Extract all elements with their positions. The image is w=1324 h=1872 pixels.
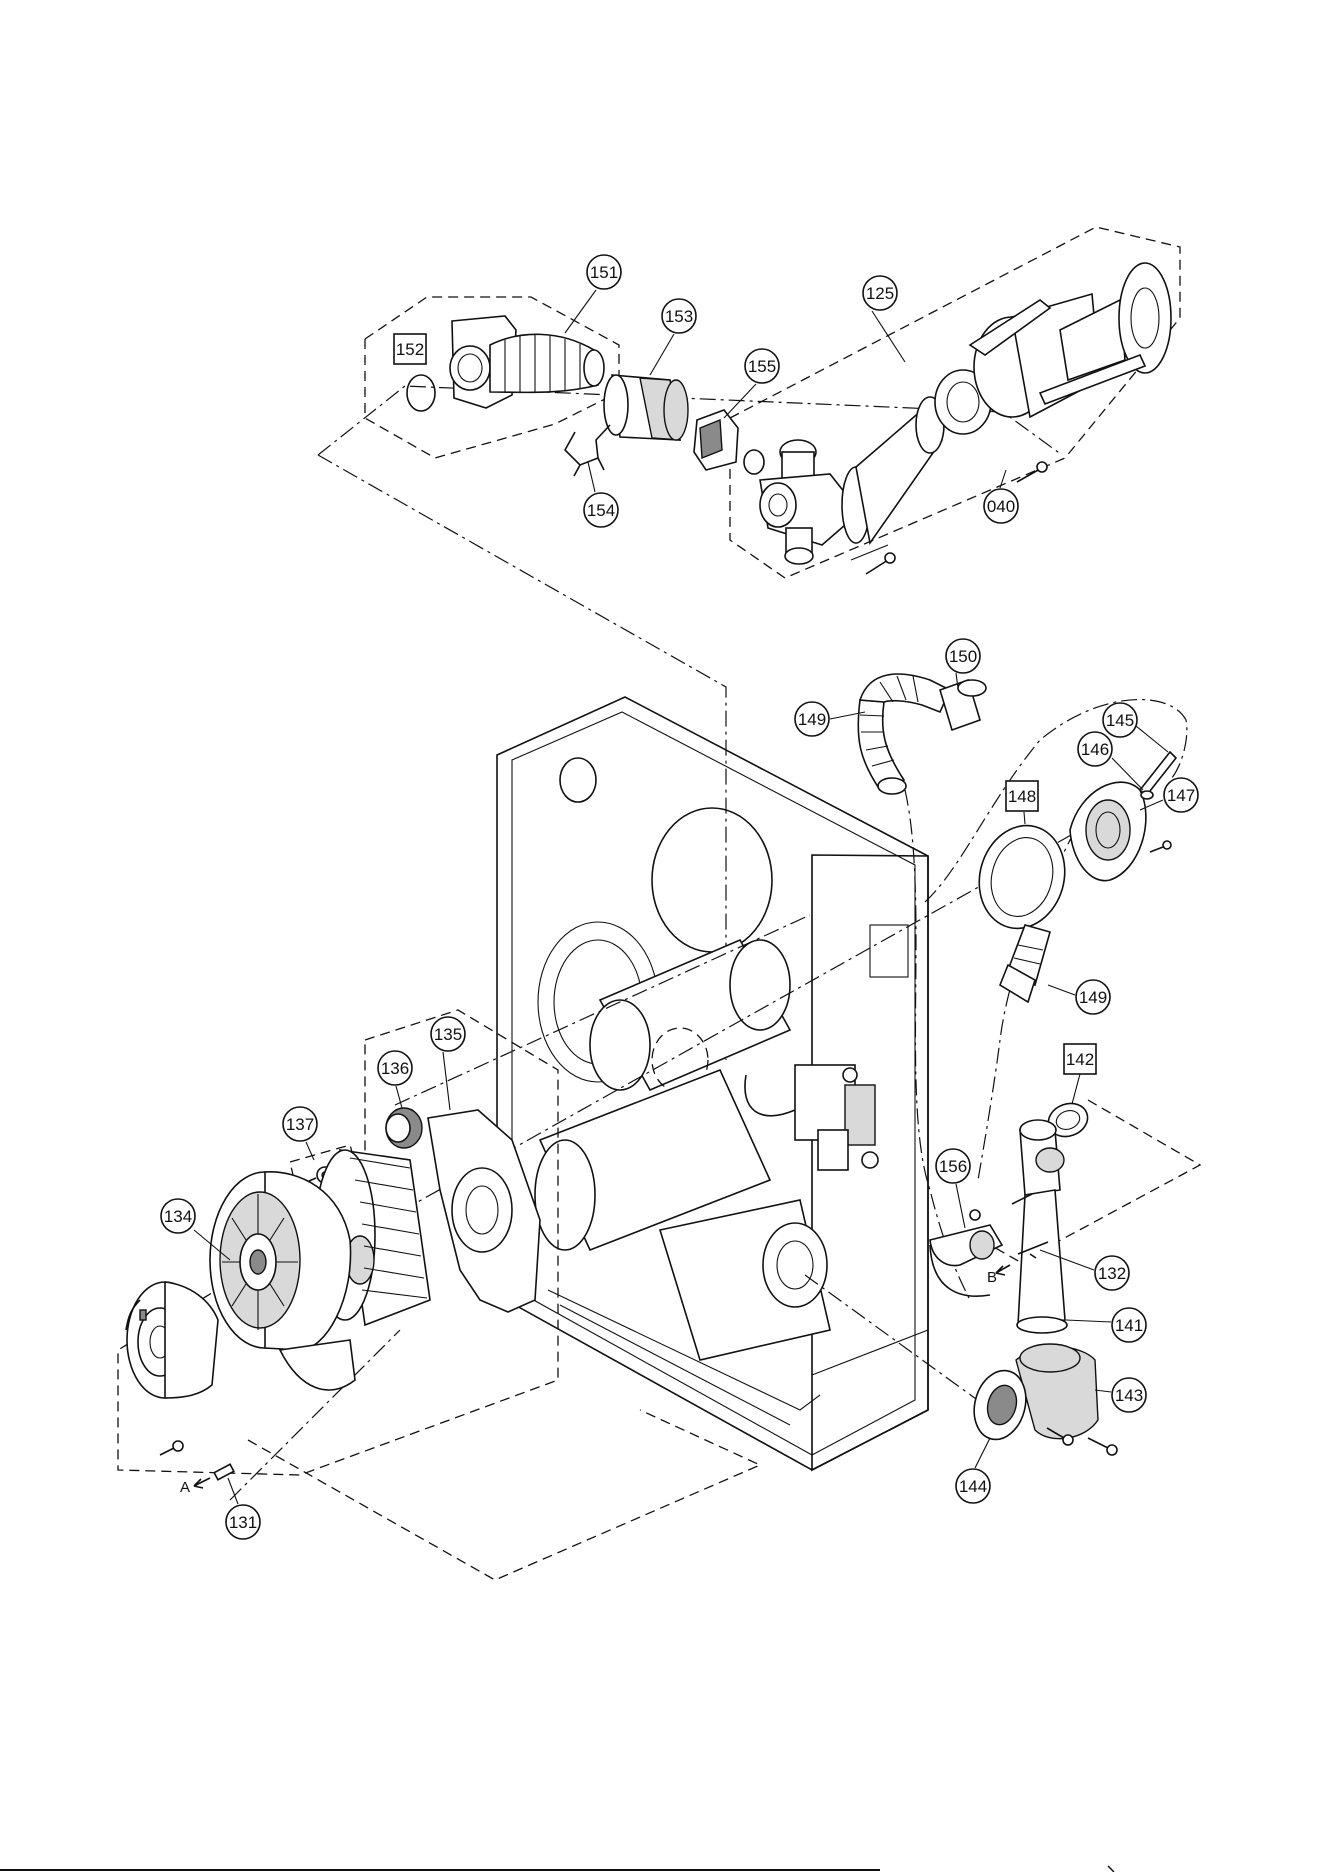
callout-number: 132 bbox=[1098, 1264, 1126, 1283]
callout-number: 147 bbox=[1167, 786, 1195, 805]
callout-number: 155 bbox=[748, 357, 776, 376]
clip-154 bbox=[565, 425, 610, 476]
main-chassis bbox=[497, 697, 928, 1470]
flange-147 bbox=[1070, 782, 1146, 880]
callout-137: 137 bbox=[283, 1107, 317, 1141]
screw-motor bbox=[160, 1441, 183, 1455]
elbow-150 bbox=[940, 680, 986, 730]
callout-134: 134 bbox=[161, 1199, 195, 1233]
callout-144: 144 bbox=[956, 1469, 990, 1503]
callout-number: 146 bbox=[1081, 740, 1109, 759]
callout-number: 134 bbox=[164, 1207, 192, 1226]
callout-number: 151 bbox=[590, 263, 618, 282]
arrow-letter-a: A bbox=[180, 1479, 190, 1496]
callout-150: 150 bbox=[946, 639, 980, 673]
callout-number: 136 bbox=[381, 1059, 409, 1078]
arrow-a bbox=[194, 1478, 210, 1488]
callout-135: 135 bbox=[431, 1017, 465, 1051]
callout-156: 156 bbox=[936, 1149, 970, 1183]
callout-number: 131 bbox=[229, 1513, 257, 1532]
callout-number: 149 bbox=[798, 710, 826, 729]
callout-number: 154 bbox=[587, 501, 615, 520]
center-line-vertical bbox=[318, 455, 726, 1060]
callout-number: 148 bbox=[1008, 787, 1036, 806]
callout-number: 145 bbox=[1106, 711, 1134, 730]
callout-149: 149 bbox=[1076, 980, 1110, 1014]
callout-148: 148 bbox=[1006, 781, 1038, 811]
callout-146: 146 bbox=[1078, 732, 1112, 766]
callout-145: 145 bbox=[1103, 703, 1137, 737]
callout-number: 150 bbox=[949, 647, 977, 666]
callout-number: 144 bbox=[959, 1477, 987, 1496]
screw-147 bbox=[1150, 841, 1171, 852]
callout-number: 135 bbox=[434, 1025, 462, 1044]
callout-152: 152 bbox=[394, 334, 426, 364]
callout-142: 142 bbox=[1064, 1044, 1096, 1074]
callout-141: 141 bbox=[1112, 1308, 1146, 1342]
callout-153: 153 bbox=[662, 299, 696, 333]
coupling-155 bbox=[694, 410, 764, 474]
arrow-letter-b: B bbox=[987, 1269, 997, 1286]
callout-number: 142 bbox=[1066, 1050, 1094, 1069]
elbow-143 bbox=[1016, 1344, 1098, 1439]
hose-149-lower bbox=[1000, 925, 1050, 1002]
callout-147: 147 bbox=[1164, 778, 1198, 812]
bracket-plate-135 bbox=[428, 1110, 540, 1312]
callout-number: 137 bbox=[286, 1115, 314, 1134]
callout-040: 040 bbox=[984, 489, 1018, 523]
callout-131: 131 bbox=[226, 1505, 260, 1539]
o-ring-152 bbox=[407, 375, 435, 411]
bellows-pipe-151 bbox=[450, 316, 604, 408]
pipe-141 bbox=[1017, 1190, 1067, 1333]
callout-number: 149 bbox=[1079, 988, 1107, 1007]
flue-adaptor bbox=[970, 263, 1171, 417]
callout-132: 132 bbox=[1095, 1256, 1129, 1290]
callout-number: 152 bbox=[396, 340, 424, 359]
hose-149-upper bbox=[858, 674, 950, 794]
corner-mark bbox=[1108, 1866, 1114, 1872]
fan-housing-134 bbox=[210, 1172, 355, 1390]
screw-manifold bbox=[866, 553, 895, 574]
heat-exchanger bbox=[535, 940, 830, 1360]
arrow-b bbox=[996, 1265, 1010, 1275]
callout-number: 040 bbox=[987, 497, 1015, 516]
pin-131 bbox=[214, 1464, 234, 1480]
callout-151: 151 bbox=[587, 255, 621, 289]
callout-136: 136 bbox=[378, 1051, 412, 1085]
manifold-125 bbox=[760, 397, 944, 564]
callout-number: 125 bbox=[866, 284, 894, 303]
callout-149: 149 bbox=[795, 702, 829, 736]
grommet-136 bbox=[386, 1108, 422, 1148]
callout-number: 141 bbox=[1115, 1316, 1143, 1335]
gasket-148 bbox=[968, 816, 1076, 938]
fan-motor bbox=[126, 1282, 218, 1398]
callout-155: 155 bbox=[745, 349, 779, 383]
right-lower-parts bbox=[930, 1098, 1200, 1455]
group-box-132 bbox=[978, 1100, 1200, 1262]
nut-146 bbox=[1141, 791, 1153, 799]
callout-number: 156 bbox=[939, 1157, 967, 1176]
callout-number: 143 bbox=[1115, 1386, 1143, 1405]
callout-154: 154 bbox=[584, 493, 618, 527]
group-box-lower bbox=[248, 1410, 760, 1580]
callout-number: 153 bbox=[665, 307, 693, 326]
mesh-filter-153 bbox=[604, 375, 688, 440]
bracket-156 bbox=[930, 1210, 1002, 1266]
callout-125: 125 bbox=[863, 276, 897, 310]
upper-assembly bbox=[318, 227, 1180, 1060]
callout-143: 143 bbox=[1112, 1378, 1146, 1412]
